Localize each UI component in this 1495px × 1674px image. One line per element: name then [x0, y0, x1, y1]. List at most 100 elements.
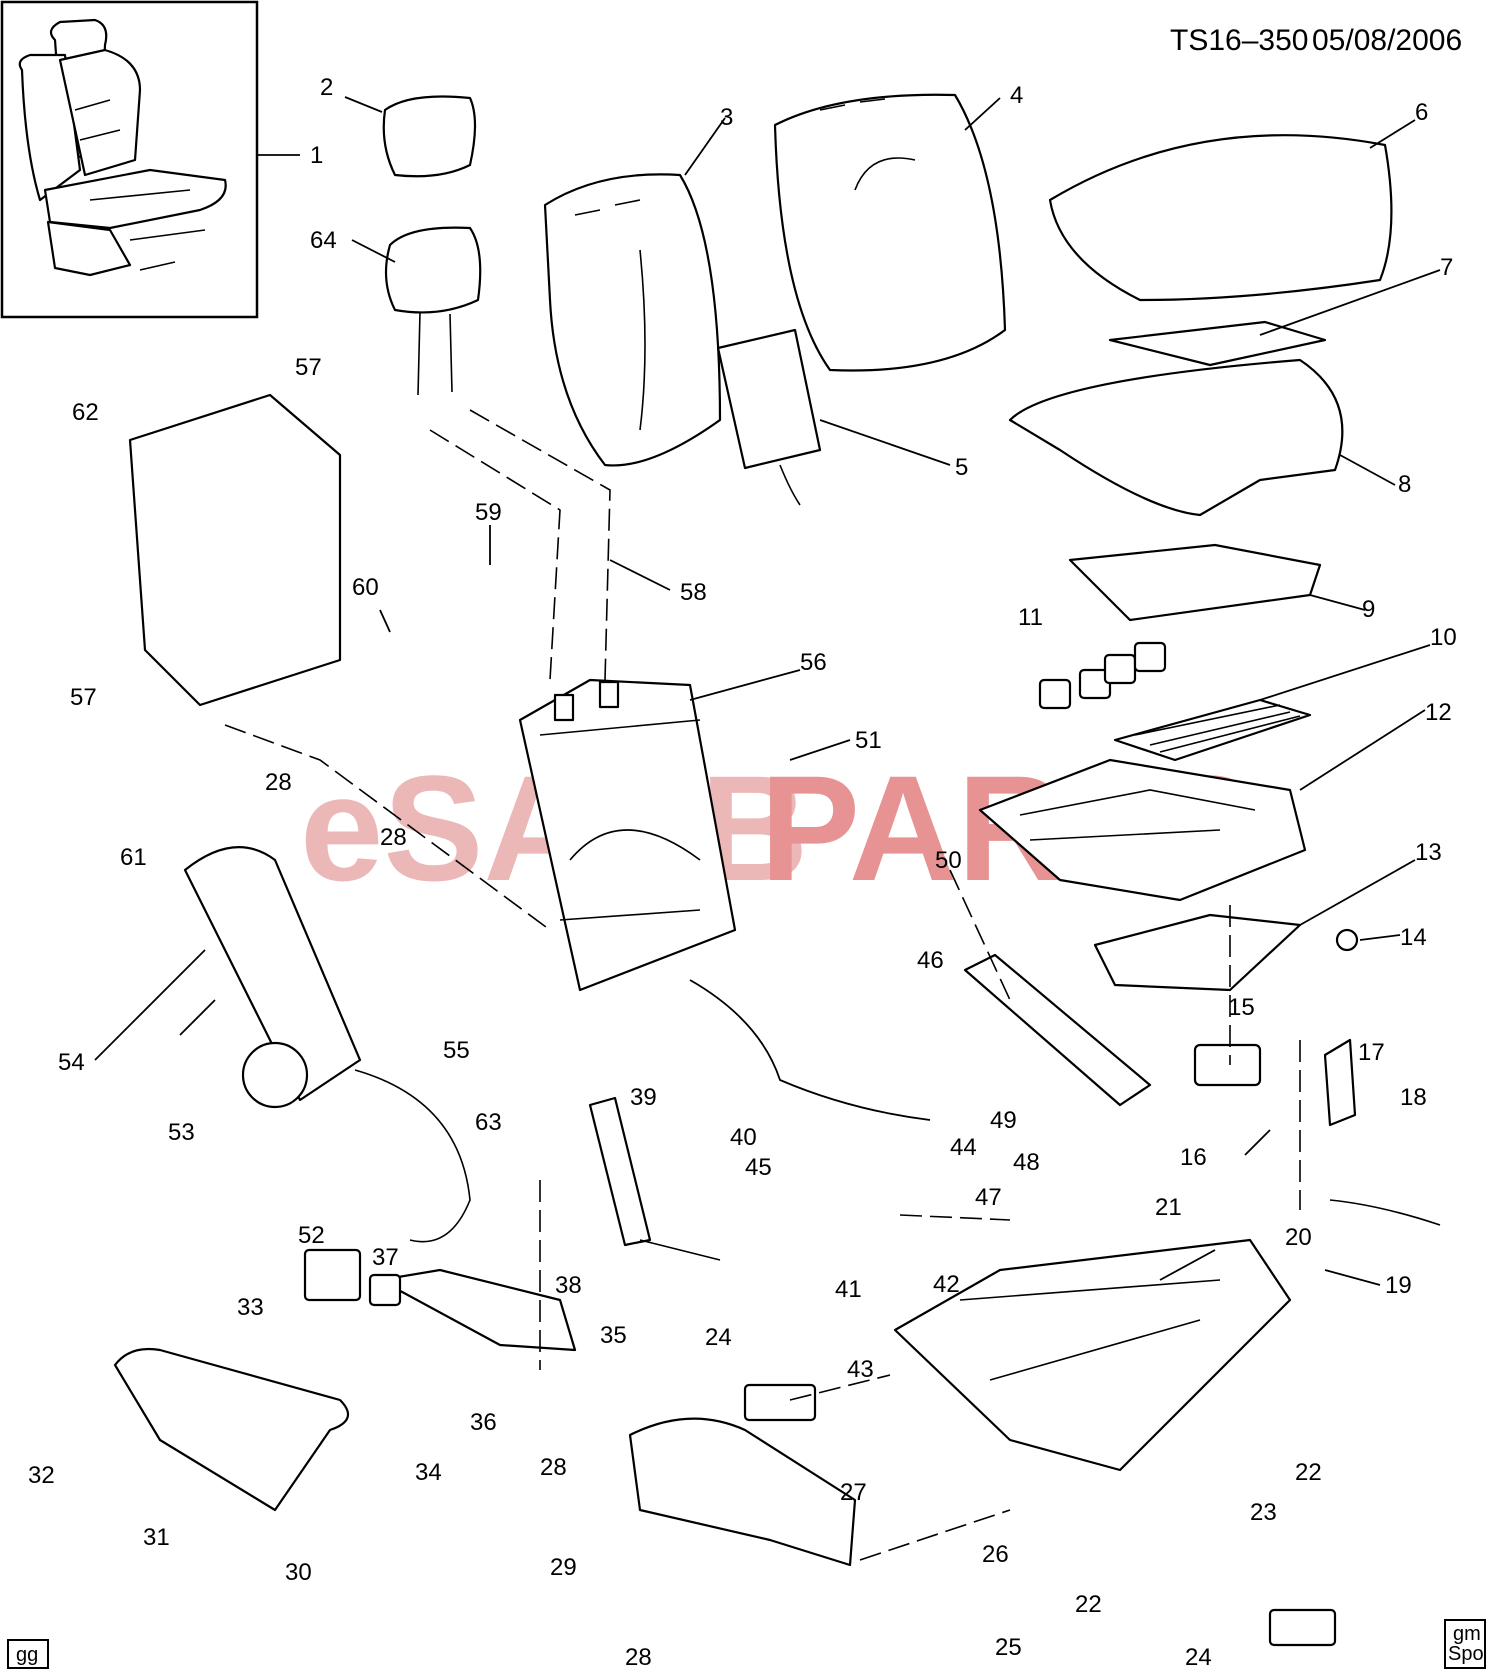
- callout-32: 32: [28, 1462, 55, 1489]
- callout-28c: 28: [540, 1454, 567, 1481]
- callout-28d: 28: [625, 1644, 652, 1671]
- callout-13: 13: [1415, 839, 1442, 866]
- headrest-upper: [382, 95, 477, 178]
- callout-64: 64: [310, 227, 337, 254]
- retaining-ring: [1335, 928, 1359, 952]
- callout-22a: 22: [1295, 1459, 1322, 1486]
- callout-20: 20: [1285, 1224, 1312, 1251]
- callout-23: 23: [1250, 1499, 1277, 1526]
- foot-cover-1: [743, 1383, 817, 1422]
- callout-54: 54: [58, 1049, 85, 1076]
- callout-37: 37: [372, 1244, 399, 1271]
- switch-module: [303, 1248, 362, 1302]
- callout-24b: 24: [1185, 1644, 1212, 1671]
- seat-belt-retractor: [183, 846, 471, 1243]
- callout-6: 6: [1415, 99, 1428, 126]
- callout-60: 60: [352, 574, 379, 601]
- footer-badge-right-top: gm: [1453, 1623, 1481, 1645]
- heater-pad: [716, 328, 822, 470]
- callout-62: 62: [72, 399, 99, 426]
- callout-7: 7: [1440, 254, 1453, 281]
- alignment-lines: [224, 409, 1301, 1561]
- callout-17: 17: [1358, 1039, 1385, 1066]
- callout-55: 55: [443, 1037, 470, 1064]
- callout-30: 30: [285, 1559, 312, 1586]
- callout-22b: 22: [1075, 1591, 1102, 1618]
- seat-pan: [1068, 543, 1322, 622]
- callout-8: 8: [1398, 471, 1411, 498]
- footer-badge-left: gg: [7, 1639, 49, 1669]
- callout-50: 50: [935, 847, 962, 874]
- side-trim-panel: [113, 1347, 350, 1512]
- footer-badge-right-bottom: Spo: [1448, 1643, 1484, 1665]
- callout-61: 61: [120, 844, 147, 871]
- callout-57a: 57: [295, 354, 322, 381]
- foot-cover-2: [1268, 1608, 1337, 1647]
- callout-2: 2: [320, 74, 333, 101]
- callout-29: 29: [550, 1554, 577, 1581]
- callout-4: 4: [1010, 82, 1023, 109]
- callout-1: 1: [310, 142, 323, 169]
- callout-27: 27: [840, 1479, 867, 1506]
- leader-lines: [94, 96, 1441, 1286]
- lower-trim: [628, 1417, 857, 1567]
- recliner-handle: [963, 953, 1152, 1107]
- callout-53: 53: [168, 1119, 195, 1146]
- callout-40: 40: [730, 1124, 757, 1151]
- callout-21: 21: [1155, 1194, 1182, 1221]
- diagram-date: 05/08/2006: [1312, 24, 1462, 57]
- callout-16: 16: [1180, 1144, 1207, 1171]
- callout-44: 44: [950, 1134, 977, 1161]
- callout-14: 14: [1400, 924, 1427, 951]
- springs: [1038, 641, 1167, 710]
- seatback-frame: [518, 678, 737, 992]
- callout-49: 49: [990, 1107, 1017, 1134]
- callout-19: 19: [1385, 1272, 1412, 1299]
- track-assembly: [588, 1096, 721, 1261]
- callout-56: 56: [800, 649, 827, 676]
- callouts: 1 2 3 4 5 6 7 8 9 10 11 12 13 14 15 16 1…: [28, 74, 1457, 1671]
- callout-26: 26: [982, 1541, 1009, 1568]
- callout-39: 39: [630, 1084, 657, 1111]
- switch-knob: [368, 1273, 402, 1307]
- callout-33: 33: [237, 1294, 264, 1321]
- footer-badge-right: gm Spo: [1444, 1619, 1486, 1669]
- callout-43: 43: [847, 1356, 874, 1383]
- callout-3: 3: [720, 104, 733, 131]
- seatback-cover: [543, 173, 722, 467]
- callout-10: 10: [1430, 624, 1457, 651]
- callout-58: 58: [680, 579, 707, 606]
- callout-46: 46: [917, 947, 944, 974]
- callout-42: 42: [933, 1271, 960, 1298]
- callout-63: 63: [475, 1109, 502, 1136]
- callout-41: 41: [835, 1276, 862, 1303]
- callout-48: 48: [1013, 1149, 1040, 1176]
- cushion-frame: [978, 758, 1307, 902]
- callout-38: 38: [555, 1272, 582, 1299]
- callout-52: 52: [298, 1222, 325, 1249]
- callout-15: 15: [1228, 994, 1255, 1021]
- callout-34: 34: [415, 1459, 442, 1486]
- sensor-module: [1193, 1043, 1262, 1087]
- callout-28a: 28: [265, 769, 292, 796]
- diagram-code: TS16–350: [1170, 24, 1308, 57]
- cushion-cover: [1048, 134, 1393, 302]
- seatback-panel: [128, 393, 342, 707]
- callout-59: 59: [475, 499, 502, 526]
- footer-badge-left-text: gg: [16, 1644, 38, 1666]
- callout-24a: 24: [705, 1324, 732, 1351]
- callout-45: 45: [745, 1154, 772, 1181]
- cushion-pad: [1008, 358, 1344, 517]
- callout-51: 51: [855, 727, 882, 754]
- callout-25: 25: [995, 1634, 1022, 1661]
- callout-31: 31: [143, 1524, 170, 1551]
- callout-36: 36: [470, 1409, 497, 1436]
- wiring-harness: [689, 979, 931, 1121]
- lower-panel: [1093, 913, 1302, 992]
- callout-9: 9: [1362, 596, 1375, 623]
- callout-28b: 28: [380, 824, 407, 851]
- callout-5: 5: [955, 454, 968, 481]
- belt-buckle: [1323, 1038, 1441, 1226]
- callout-11: 11: [1018, 604, 1043, 631]
